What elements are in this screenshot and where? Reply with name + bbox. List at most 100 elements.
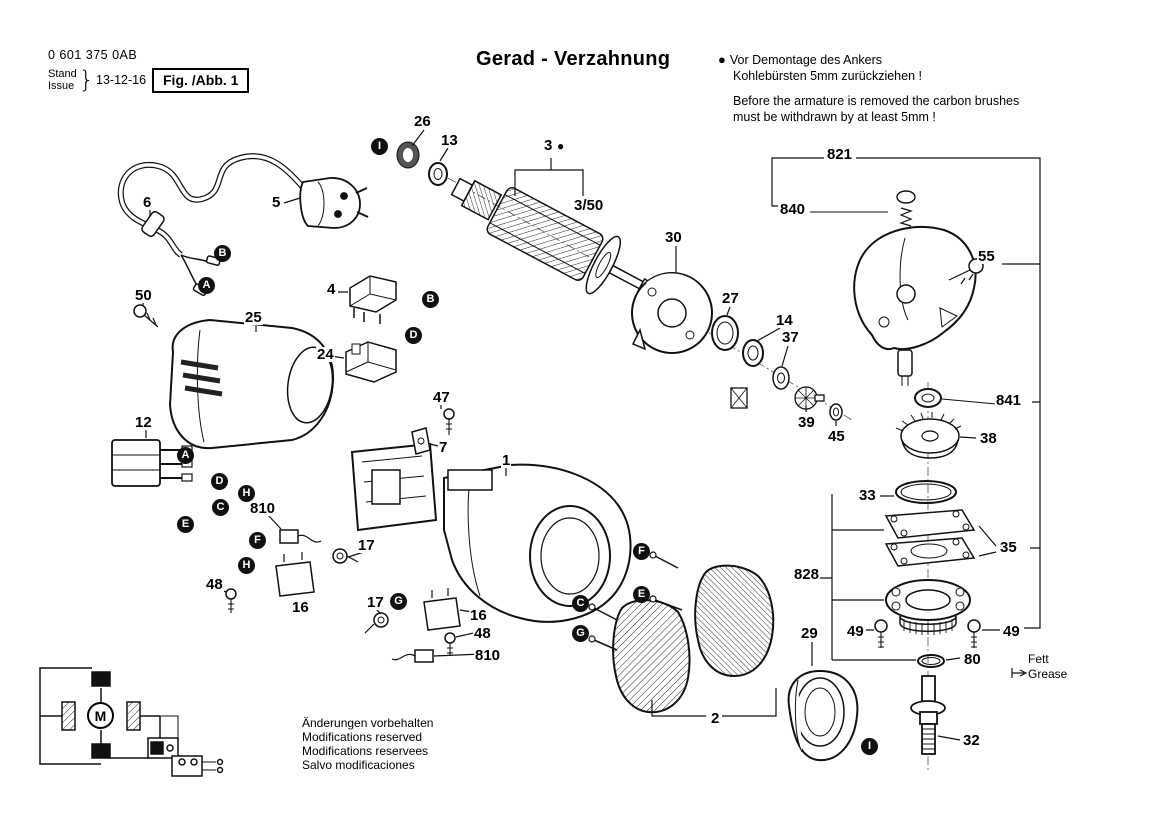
part-label-35: 35 <box>999 539 1018 556</box>
part-label-6: 6 <box>142 194 153 211</box>
washer-27 <box>711 315 739 351</box>
part-label-38: 38 <box>979 430 998 447</box>
motor-symbol: M <box>87 702 114 729</box>
letter-callout-g-a: G <box>390 593 407 610</box>
notice-line-de: Änderungen vorbehalten <box>302 716 434 730</box>
part-label-4: 4 <box>326 281 337 298</box>
part-label-5: 5 <box>271 194 282 211</box>
o-ring-80 <box>917 654 945 668</box>
washer-37 <box>772 366 790 390</box>
part-label-840: 840 <box>779 201 807 218</box>
document-number: 0 601 375 0AB <box>48 48 138 62</box>
brace-glyph: } <box>78 66 95 94</box>
rear-housing <box>168 318 335 450</box>
part-label-16-b: 16 <box>469 607 488 624</box>
part-label-30: 30 <box>664 229 683 246</box>
issue-label: Issue <box>48 80 75 92</box>
part-label-25: 25 <box>244 309 263 326</box>
notice-line-es: Salvo modificaciones <box>302 758 415 772</box>
figure-label: Fig. /Abb. 1 <box>152 68 250 93</box>
letter-callout-e-b: E <box>633 586 650 603</box>
letter-callout-a-b: A <box>177 447 194 464</box>
part-label-810-b: 810 <box>474 647 502 664</box>
part-label-821: 821 <box>826 146 854 163</box>
part-label-26: 26 <box>413 113 432 130</box>
part-label-7: 7 <box>438 439 449 456</box>
page-title: Gerad - Verzahnung <box>476 48 671 70</box>
letter-callout-c-a: C <box>212 499 229 516</box>
part-label-17-a: 17 <box>357 537 376 554</box>
part-3-dot: ● <box>557 139 565 153</box>
flange-828 <box>885 579 971 635</box>
brush-set-right <box>364 588 461 663</box>
wiring-schematic <box>39 667 224 777</box>
part-label-29: 29 <box>800 625 819 642</box>
note-de-line1: Vor Demontage des Ankers <box>729 53 883 67</box>
part-label-32: 32 <box>962 732 981 749</box>
letter-callout-i-b: I <box>861 738 878 755</box>
part-label-33: 33 <box>858 487 877 504</box>
letter-callout-d-b: D <box>211 473 228 490</box>
part-label-13: 13 <box>440 132 459 149</box>
brush-set-left <box>225 529 359 613</box>
part-label-50: 50 <box>134 287 153 304</box>
part-label-47: 47 <box>432 389 451 406</box>
part-label-80: 80 <box>963 651 982 668</box>
letter-callout-b-b: B <box>422 291 439 308</box>
pinion-39 <box>794 386 825 410</box>
switch <box>349 275 397 324</box>
part-label-17-b: 17 <box>366 594 385 611</box>
part-label-45: 45 <box>827 428 846 445</box>
cap-and-spring <box>896 190 916 227</box>
note-de-line2: Kohlebürsten 5mm zurückziehen ! <box>733 69 922 83</box>
grease-note: Fett Grease <box>1028 652 1067 682</box>
note-en-line1: Before the armature is removed the carbo… <box>733 94 1020 108</box>
bullet-icon: ● <box>718 52 726 67</box>
retaining-ring <box>396 141 420 169</box>
letter-callout-f-a: F <box>249 532 266 549</box>
letter-callout-a-a: A <box>198 277 215 294</box>
part-label-55: 55 <box>977 248 996 265</box>
part-label-49-a: 49 <box>846 623 865 640</box>
letter-callout-c-b: C <box>572 595 589 612</box>
switch-holder <box>345 341 397 383</box>
letter-callout-g-b: G <box>572 625 589 642</box>
part-label-1: 1 <box>501 452 512 469</box>
part-label-14: 14 <box>775 312 794 329</box>
letter-callout-i-a: I <box>371 138 388 155</box>
notice-line-en: Modifications reserved <box>302 730 423 744</box>
warning-note: ●Vor Demontage des Ankers Kohlebürsten 5… <box>718 52 1058 125</box>
protection-cap <box>787 669 859 762</box>
gaskets-35 <box>884 509 976 567</box>
part-label-841: 841 <box>995 392 1023 409</box>
motor-housing <box>350 408 632 623</box>
bevel-gear <box>895 412 962 459</box>
part-label-37: 37 <box>781 329 800 346</box>
leader-lines <box>142 129 1041 741</box>
note-en-line2: must be withdrawn by at least 5mm ! <box>733 110 936 124</box>
brush-block <box>730 387 748 409</box>
armature <box>450 177 657 299</box>
issue-date: 13-12-16 <box>96 73 147 87</box>
letter-callout-d-a: D <box>405 327 422 344</box>
part-label-828: 828 <box>793 566 821 583</box>
letter-callout-e-a: E <box>177 516 194 533</box>
part-label-27: 27 <box>721 290 740 307</box>
bearing-13 <box>428 162 448 186</box>
letter-callout-h-b: H <box>238 557 255 574</box>
part-label-48-b: 48 <box>473 625 492 642</box>
gear-housing <box>853 225 977 386</box>
grease-en: Grease <box>1028 667 1068 681</box>
part-label-3: 3 <box>543 137 554 154</box>
part-label-48-a: 48 <box>205 576 224 593</box>
stand-issue: Stand Issue } 13-12-16 <box>48 66 146 94</box>
washer-14 <box>742 339 764 367</box>
part-label-39: 39 <box>797 414 816 431</box>
spindle <box>910 675 946 755</box>
bearing-flange <box>631 272 713 354</box>
letter-callout-h-a: H <box>238 485 255 502</box>
ring-33 <box>895 480 957 504</box>
stand-label: Stand <box>48 68 77 80</box>
modification-notice: Änderungen vorbehalten Modifications res… <box>302 716 433 772</box>
